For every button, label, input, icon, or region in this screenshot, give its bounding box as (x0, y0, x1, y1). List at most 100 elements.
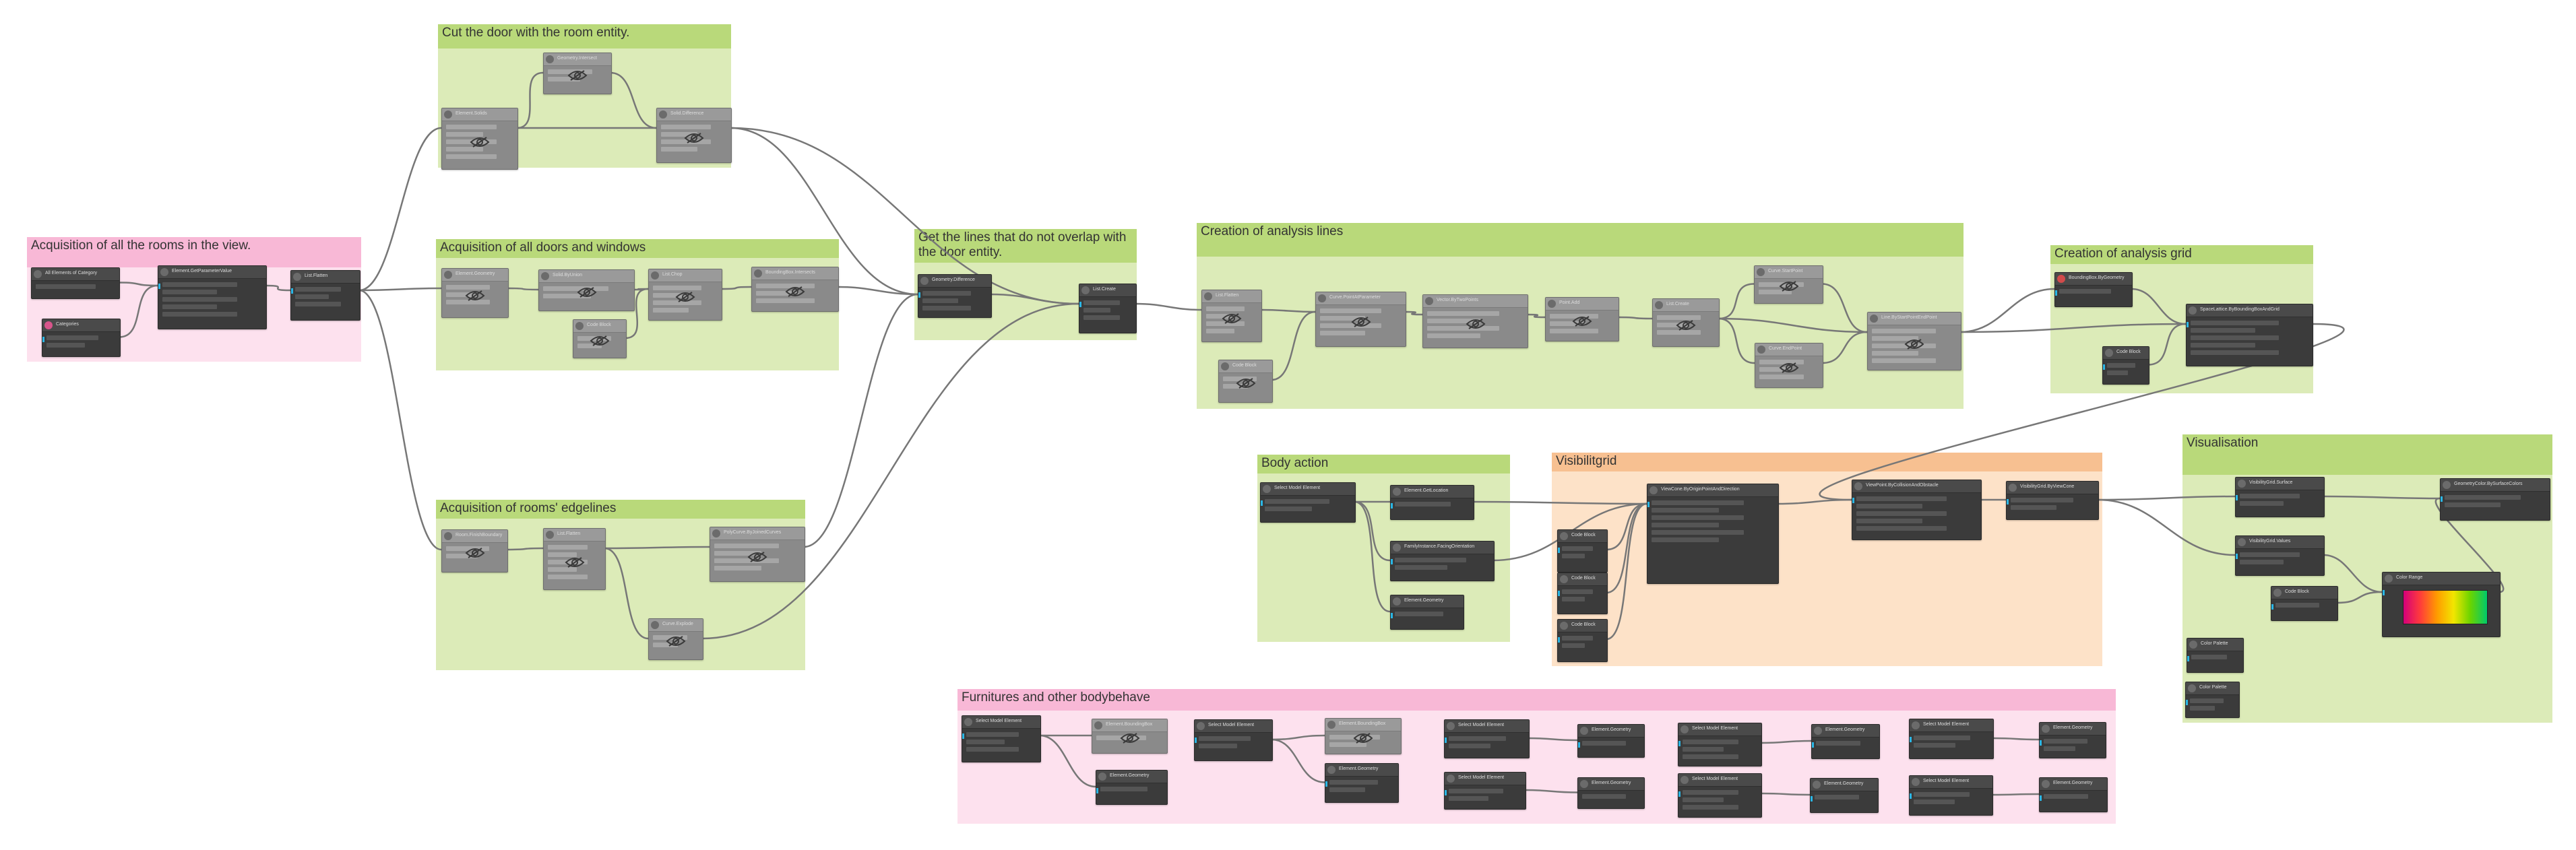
graph-node[interactable]: Curve.PointAtParameter (1315, 292, 1406, 347)
graph-node[interactable]: Code Block (1557, 573, 1608, 614)
graph-node[interactable]: Solid.ByUnion (538, 269, 635, 311)
port-row[interactable] (446, 285, 490, 290)
graph-node[interactable]: Element.Geometry (1390, 595, 1464, 630)
port-row[interactable] (2191, 335, 2280, 340)
port-row[interactable] (1914, 743, 1955, 748)
node-header[interactable]: Code Block (1558, 573, 1607, 586)
port-row[interactable] (1683, 790, 1739, 795)
node-header[interactable]: Curve.StartPoint (1755, 266, 1823, 279)
graph-node[interactable]: Select Model Element (1260, 482, 1356, 523)
port-row[interactable] (1265, 506, 1313, 511)
connector-wire[interactable] (358, 289, 442, 551)
graph-node[interactable]: Point.Add (1545, 297, 1619, 341)
node-header[interactable]: ViewPoint.ByCollisionAndObstacle (1852, 480, 1981, 493)
port-row[interactable] (548, 552, 577, 557)
port-row[interactable] (1872, 329, 1936, 333)
port-row[interactable] (1223, 384, 1248, 389)
node-header[interactable]: Select Model Element (1678, 774, 1761, 787)
graph-node[interactable]: Element.BoundingBox (1325, 718, 1402, 754)
group-header[interactable]: Visualisation (2182, 434, 2552, 475)
graph-node[interactable]: Code Block (2271, 586, 2338, 621)
port-row[interactable] (653, 643, 679, 647)
port-row[interactable] (1652, 508, 1720, 513)
port-row[interactable] (1856, 526, 1947, 531)
graph-node[interactable]: Select Model Element (1909, 719, 1994, 759)
port-row[interactable] (966, 747, 1019, 752)
node-header[interactable]: Element.Geometry (2040, 723, 2106, 735)
node-header[interactable]: Select Model Element (962, 716, 1040, 729)
port-row[interactable] (1427, 333, 1480, 338)
port-row[interactable] (1449, 796, 1489, 801)
group-header[interactable]: Body action (1257, 455, 1510, 473)
port-row[interactable] (2191, 328, 2256, 333)
node-header[interactable]: Geometry.Intersect (544, 53, 611, 66)
port-row[interactable] (1759, 374, 1804, 379)
node-header[interactable]: Select Model Element (1910, 776, 1992, 789)
port-row[interactable] (1427, 326, 1500, 331)
port-row[interactable] (661, 147, 697, 152)
port-row[interactable] (966, 732, 1019, 737)
port-row[interactable] (1083, 300, 1120, 305)
port-row[interactable] (1320, 331, 1365, 335)
group-header[interactable]: Cut the door with the room entity. (438, 24, 731, 48)
graph-node[interactable]: Code Block (2102, 346, 2149, 385)
graph-node[interactable]: Solid.Difference (656, 108, 732, 163)
graph-node[interactable]: Element.Geometry (2039, 777, 2108, 812)
graph-node[interactable]: Code Block (1218, 360, 1273, 403)
node-header[interactable]: VisibilityGrid.Surface (2236, 478, 2324, 490)
graph-node[interactable]: Select Model Element (1194, 719, 1273, 761)
port-row[interactable] (162, 297, 237, 302)
port-row[interactable] (1083, 315, 1120, 320)
graph-node[interactable]: Element.Geometry (1577, 724, 1645, 758)
port-row[interactable] (295, 287, 341, 292)
port-row[interactable] (46, 343, 85, 348)
node-header[interactable]: Select Model Element (1910, 719, 1993, 732)
node-header[interactable]: Solid.Difference (657, 108, 731, 121)
port-row[interactable] (1872, 358, 1936, 363)
graph-node[interactable]: Element.Geometry (1325, 763, 1399, 803)
port-row[interactable] (2445, 502, 2501, 507)
node-header[interactable]: Categories (42, 319, 120, 332)
node-header[interactable]: Select Model Element (1678, 723, 1761, 736)
port-row[interactable] (2107, 370, 2128, 375)
port-row[interactable] (446, 125, 497, 129)
node-header[interactable]: Code Block (1558, 620, 1607, 632)
port-row[interactable] (1657, 330, 1701, 335)
port-row[interactable] (2191, 655, 2228, 659)
port-row[interactable] (2240, 494, 2300, 498)
node-header[interactable]: Select Model Element (1261, 483, 1355, 496)
port-row[interactable] (1657, 323, 1689, 327)
port-row[interactable] (1856, 504, 1923, 509)
group-header[interactable]: Creation of analysis grid (2050, 245, 2313, 264)
node-header[interactable]: Element.Geometry (1096, 771, 1167, 783)
graph-node[interactable]: VisibilityGrid.Values (2235, 535, 2325, 576)
port-row[interactable] (653, 286, 701, 290)
graph-node[interactable]: List.Flatten (543, 528, 606, 590)
node-header[interactable]: List.Chop (649, 269, 722, 282)
node-header[interactable]: Element.Geometry (1325, 764, 1398, 777)
port-row[interactable] (1652, 537, 1720, 542)
graph-node[interactable]: VisibilityGrid.Surface (2235, 477, 2325, 517)
node-header[interactable]: Vector.ByTwoPoints (1423, 295, 1528, 308)
port-row[interactable] (1652, 523, 1720, 527)
group-header[interactable]: Acquisition of all doors and windows (436, 239, 839, 258)
graph-node[interactable]: Color Range (2382, 572, 2501, 637)
port-row[interactable] (1320, 323, 1381, 328)
port-row[interactable] (1652, 500, 1744, 505)
graph-node[interactable]: List.Create (1652, 298, 1720, 347)
node-header[interactable]: Room.FinishBoundary (442, 530, 507, 543)
port-row[interactable] (661, 139, 711, 144)
port-row[interactable] (1816, 741, 1860, 746)
port-row[interactable] (1856, 511, 1947, 516)
node-header[interactable]: VisibilityGrid.Values (2236, 536, 2324, 549)
port-row[interactable] (1320, 308, 1381, 313)
port-row[interactable] (1395, 558, 1466, 562)
node-header[interactable]: Code Block (2103, 347, 2149, 360)
port-row[interactable] (922, 298, 958, 303)
node-header[interactable]: Color Palette (2186, 682, 2239, 695)
port-row[interactable] (2011, 498, 2073, 502)
port-row[interactable] (756, 298, 815, 303)
port-row[interactable] (2275, 603, 2319, 608)
port-row[interactable] (543, 294, 591, 298)
node-header[interactable]: Color Palette (2187, 639, 2243, 651)
